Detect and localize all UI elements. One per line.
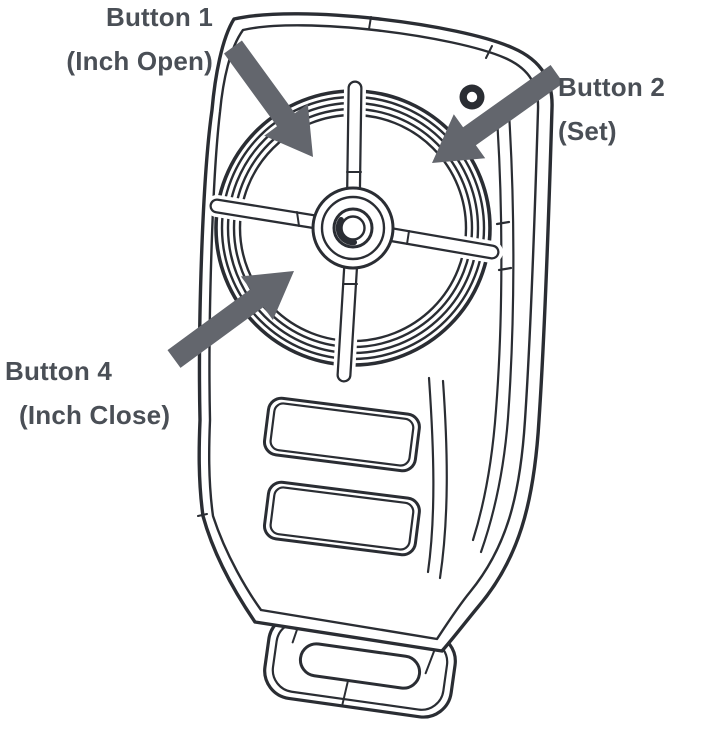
remote-body: [197, 12, 554, 653]
label-button-4-title: Button 4: [5, 356, 113, 386]
grip-panel-lines: [426, 376, 448, 580]
label-button-2: Button 2 (Set): [558, 65, 665, 153]
keyring-loop-hole: [298, 642, 422, 690]
hub-hole: [340, 215, 366, 241]
label-button-1-subtitle: (Inch Open): [66, 46, 213, 76]
label-button-1-title: Button 1: [105, 2, 213, 32]
lower-rect-button: [262, 480, 421, 557]
upper-rect-button: [262, 396, 421, 473]
label-button-4-subtitle: (Inch Close): [19, 400, 171, 430]
label-button-4: Button 4 (Inch Close): [5, 349, 170, 437]
arrow-to-button-4: [167, 271, 294, 368]
four-way-rocker-pad: [206, 77, 503, 386]
remote-body-seam-ticks: [197, 16, 493, 517]
label-button-2-subtitle: (Set): [558, 116, 617, 146]
pad-cross-divider: [206, 77, 503, 386]
label-button-2-title: Button 2: [558, 72, 666, 102]
arrow-to-button-1: [224, 40, 313, 157]
hub-ring: [320, 195, 386, 261]
led-indicator: [459, 84, 485, 110]
remote-body-inner-edge: [207, 24, 540, 641]
cross-divider-seams: [296, 171, 410, 285]
arrow-to-button-2: [432, 65, 564, 163]
hub-shading: [335, 216, 358, 246]
pad-center-hub: [311, 186, 395, 270]
face-contour-lines: [471, 111, 515, 554]
remote-body-outline: [197, 12, 554, 653]
label-button-1: Button 1 (Inch Open): [66, 0, 213, 83]
